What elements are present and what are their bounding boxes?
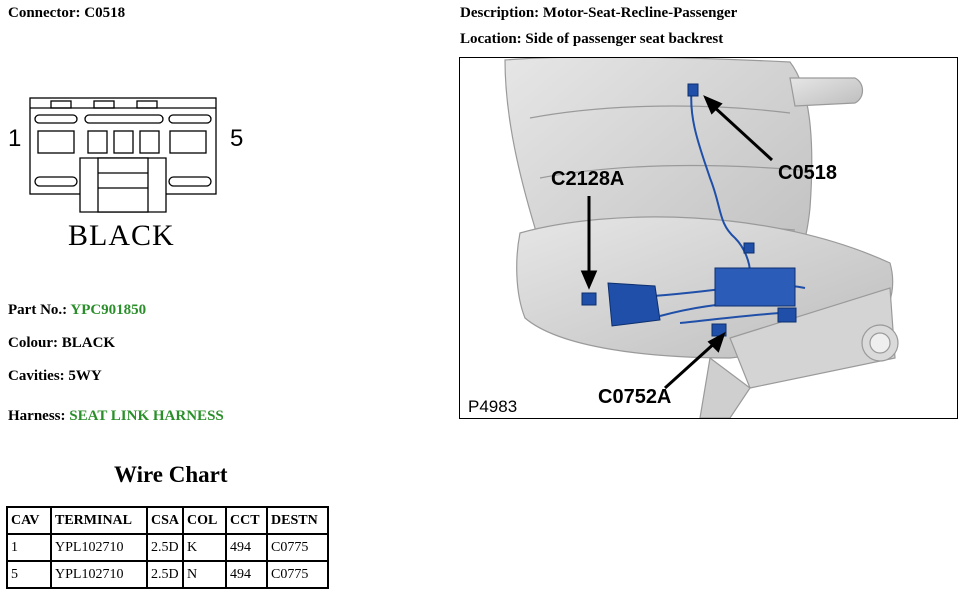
wire-chart-table: CAV TERMINAL CSA COL CCT DESTN 1 YPL1027… [6, 506, 330, 589]
callout-arrows [580, 95, 774, 390]
figure-id: P4983 [468, 397, 518, 416]
connector-color-label: BLACK [68, 219, 175, 252]
description-label: Description: [460, 5, 540, 21]
description-field: Description: Motor-Seat-Recline-Passenge… [460, 5, 737, 22]
callout-c0752a: C0752A [598, 386, 672, 408]
cell-col: K [182, 533, 228, 562]
cavity-2 [87, 130, 108, 154]
part-no-value[interactable]: YPC901850 [70, 302, 147, 318]
harness-bundle [714, 267, 796, 307]
connector-value: C0518 [84, 5, 126, 21]
cell-cav: 1 [6, 533, 52, 562]
cell-cct: 494 [225, 533, 269, 562]
connector-outline [29, 97, 217, 213]
col-header-terminal: TERMINAL [50, 506, 148, 535]
cell-cav: 5 [6, 560, 52, 589]
harness-label: Harness: [8, 408, 66, 424]
wire-chart-title: Wire Chart [114, 462, 228, 487]
cell-destn: C0775 [266, 560, 330, 589]
location-label: Location: [460, 31, 522, 47]
connector-face-diagram: 1 5 B [8, 95, 248, 255]
table-row: 5 YPL102710 2.5D N 494 C0775 [6, 560, 330, 589]
latch-2 [93, 100, 115, 109]
seat-drawing [504, 58, 899, 418]
seat-location-illustration: C0518 C2128A C0752A P4983 [459, 57, 958, 419]
connector-label: Connector: [8, 5, 81, 21]
arrow-head-c2128a [580, 270, 598, 290]
col-header-csa: CSA [145, 506, 185, 535]
harness-field: Harness: SEAT LINK HARNESS [8, 408, 224, 425]
c2128a-connector [581, 292, 597, 306]
part-no-field: Part No.: YPC901850 [8, 302, 146, 319]
cell-terminal: YPL102710 [50, 533, 148, 562]
cell-col: N [182, 560, 228, 589]
location-field: Location: Side of passenger seat backres… [460, 31, 723, 48]
callout-c0518: C0518 [778, 162, 837, 184]
cell-csa: 2.5D [145, 560, 185, 589]
cell-cct: 494 [225, 560, 269, 589]
connector-field: Connector: C0518 [8, 5, 125, 22]
cavity-3 [113, 130, 134, 154]
seat-frame [729, 287, 896, 389]
seat-armrest [789, 77, 864, 107]
cavities-field: Cavities: 5WY [8, 368, 102, 385]
latch-3 [136, 100, 158, 109]
cavities-value: 5WY [68, 368, 102, 384]
seat-rail [699, 356, 751, 418]
cavity-4 [139, 130, 160, 154]
harness-value[interactable]: SEAT LINK HARNESS [69, 408, 224, 424]
col-header-cct: CCT [225, 506, 269, 535]
location-value: Side of passenger seat backrest [525, 31, 724, 47]
callout-c2128a: C2128A [551, 168, 625, 190]
arrow-head-c0518 [703, 95, 723, 115]
description-value: Motor-Seat-Recline-Passenger [542, 5, 738, 21]
cavity-1 [37, 130, 75, 154]
colour-value: BLACK [61, 335, 116, 351]
col-header-cav: CAV [6, 506, 52, 535]
pin-label-right: 5 [230, 125, 244, 152]
colour-label: Colour: [8, 335, 58, 351]
col-header-destn: DESTN [266, 506, 330, 535]
part-no-label: Part No.: [8, 302, 68, 318]
cavity-5 [169, 130, 207, 154]
c0518-connector [687, 83, 699, 97]
colour-field: Colour: BLACK [8, 335, 115, 352]
cavities-label: Cavities: [8, 368, 65, 384]
arrow-head-c0752a [707, 331, 726, 353]
recline-motor [607, 282, 661, 327]
col-header-col: COL [182, 506, 228, 535]
latch-1 [50, 100, 72, 109]
cell-csa: 2.5D [145, 533, 185, 562]
cell-terminal: YPL102710 [50, 560, 148, 589]
table-row: 1 YPL102710 2.5D K 494 C0775 [6, 533, 330, 562]
cell-destn: C0775 [266, 533, 330, 562]
wire-chart-header-row: CAV TERMINAL CSA COL CCT DESTN [6, 506, 330, 535]
pin-label-left: 1 [8, 125, 22, 152]
